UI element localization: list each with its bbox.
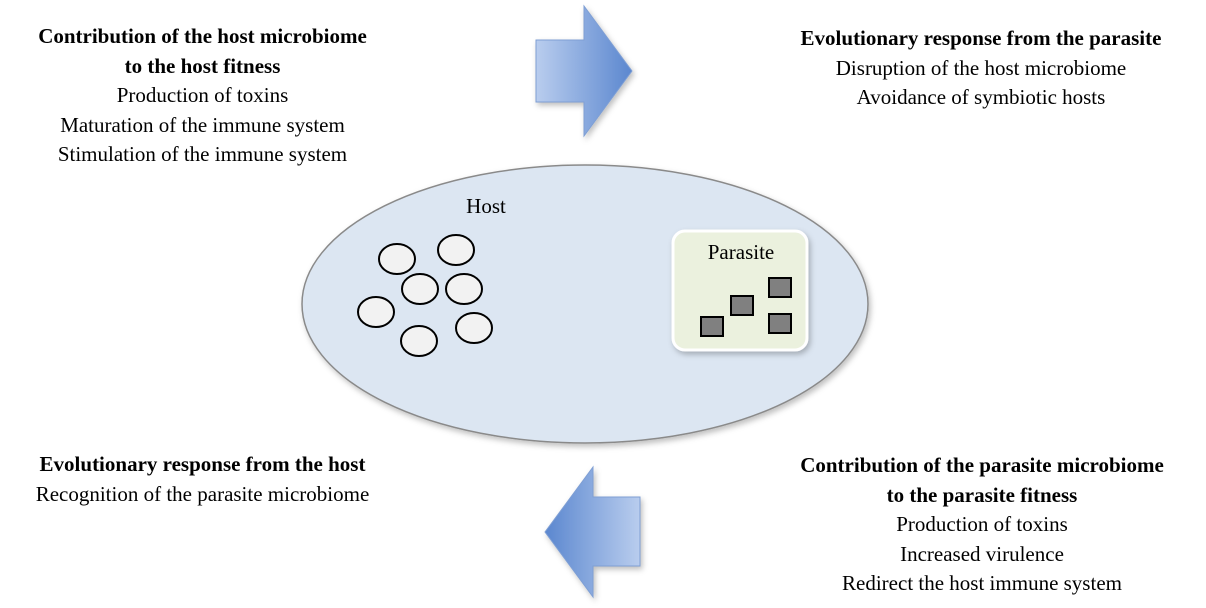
parasite-label: Parasite: [708, 240, 774, 264]
parasite-microbe: [730, 295, 754, 316]
parasite-microbe: [768, 277, 792, 298]
block-item: Recognition of the parasite microbiome: [35, 481, 370, 506]
block-item: Avoidance of symbiotic hosts: [856, 85, 1106, 109]
block-item: Disruption of the host microbiome: [835, 55, 1127, 80]
host-microbiome: [357, 234, 493, 357]
host-microbe: [400, 325, 438, 357]
parasite-microbe: [768, 313, 792, 334]
host-microbe: [378, 243, 416, 275]
host-microbe: [437, 234, 475, 266]
parasite-microbe: [700, 316, 724, 337]
host-response-block: Evolutionary response from the host Reco…: [0, 450, 405, 509]
block-heading-line: Evolutionary response from the parasite: [800, 26, 1162, 50]
parasite-microbiome: [700, 277, 792, 337]
parasite-microbiome-contribution-block: Contribution of the parasite microbiome …: [752, 451, 1206, 599]
block-heading-line: Contribution of the parasite microbiome: [800, 453, 1164, 477]
parasite-response-block: Evolutionary response from the parasite …: [760, 24, 1202, 113]
block-item: Maturation of the immune system: [60, 112, 345, 137]
host-microbe: [455, 312, 493, 344]
block-item: Stimulation of the immune system: [57, 142, 348, 166]
host-microbe: [401, 273, 439, 305]
block-item: Production of toxins: [896, 512, 1068, 536]
block-heading-line: Evolutionary response from the host: [39, 452, 366, 476]
host-microbe: [357, 296, 395, 328]
host-label: Host: [466, 194, 506, 218]
arrow-right-icon: [535, 4, 633, 138]
block-heading-line: to the host fitness: [124, 53, 281, 78]
arrow-left-icon: [544, 465, 641, 599]
host-microbiome-contribution-block: Contribution of the host microbiome to t…: [0, 22, 405, 170]
block-item: Production of toxins: [116, 83, 289, 107]
block-heading-line: Contribution of the host microbiome: [38, 24, 367, 48]
block-item: Redirect the host immune system: [842, 571, 1122, 595]
host-microbe: [445, 273, 483, 305]
block-heading-line: to the parasite fitness: [886, 482, 1078, 507]
block-item: Increased virulence: [900, 541, 1064, 566]
